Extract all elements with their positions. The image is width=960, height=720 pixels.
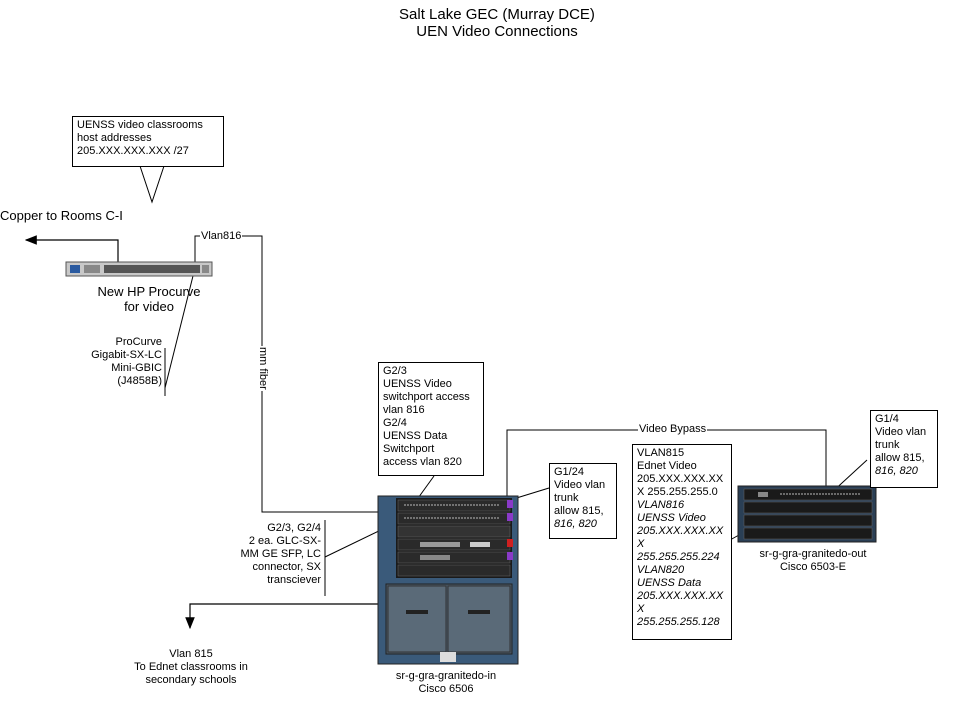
vlan-line: Ednet Video: [637, 460, 697, 472]
sfp-note: G2/3, G2/4 2 ea. GLC-SX- MM GE SFP, LC c…: [214, 522, 321, 587]
callout-line: UENSS video classrooms: [77, 119, 203, 131]
vlan-line: 205.XXX.XXX.XX: [637, 525, 724, 537]
g14-line: 816, 820: [875, 465, 918, 477]
copper-label: Copper to Rooms C-I: [0, 208, 123, 223]
g14-config-box: G1/4 Video vlan trunk allow 815, 816, 82…: [870, 410, 938, 488]
cisco6506-hostname: sr-g-gra-granitedo-in: [395, 670, 497, 682]
page-subtitle: UEN Video Connections: [416, 23, 578, 40]
g23-line: G2/4: [383, 417, 407, 429]
page-title: Salt Lake GEC (Murray DCE): [399, 6, 595, 23]
vlan-line: X: [637, 603, 645, 615]
g23-line: vlan 816: [383, 404, 425, 416]
copper-wire: [24, 235, 119, 262]
vlan-line: VLAN820: [637, 564, 685, 576]
vlan816-label: Vlan816: [200, 230, 243, 243]
sfp-line: MM GE SFP, LC: [240, 548, 321, 560]
g14-line: trunk: [875, 439, 900, 451]
vlan-line: 255.255.255.128: [637, 616, 720, 628]
vlan-line: 205.XXX.XXX.XX: [637, 473, 724, 485]
cisco6503-model: Cisco 6503-E: [779, 561, 847, 573]
cisco-6506-chassis: [377, 495, 519, 665]
procurve-leader: [164, 275, 194, 389]
cisco6503-label: sr-g-gra-granitedo-out Cisco 6503-E: [742, 548, 884, 574]
g124-line: allow 815,: [554, 505, 604, 517]
g23-config-box: G2/3 UENSS Video switchport access vlan …: [378, 362, 484, 476]
g23-line: access vlan 820: [383, 456, 462, 468]
g14-line: allow 815,: [875, 452, 925, 464]
classrooms-callout: UENSS video classrooms host addresses 20…: [72, 116, 224, 167]
g124-line: trunk: [554, 492, 579, 504]
callout-pointer: [139, 165, 165, 204]
sfp-line: 2 ea. GLC-SX-: [248, 535, 321, 547]
vlan-line: X: [637, 538, 645, 550]
procurve-line: ProCurve: [115, 336, 162, 348]
vlan815-line: Vlan 815: [169, 648, 213, 660]
callout-line: host addresses: [77, 132, 152, 144]
hp-switch-label: New HP Procurve for video: [84, 284, 214, 314]
cisco6506-model: Cisco 6506: [418, 683, 474, 695]
callout-line: 205.XXX.XXX.XXX /27: [77, 145, 189, 157]
procurve-line: Gigabit-SX-LC: [91, 349, 162, 361]
vlan-line: 255.255.255.224: [637, 551, 720, 563]
g23-line: UENSS Video: [383, 378, 452, 390]
g124-config-box: G1/24 Video vlan trunk allow 815, 816, 8…: [549, 463, 617, 539]
cisco6506-label: sr-g-gra-granitedo-in Cisco 6506: [372, 670, 520, 696]
g124-line: Video vlan: [554, 479, 606, 491]
hp-switch-name: New HP Procurve: [97, 284, 201, 299]
g23-line: switchport access: [383, 391, 470, 403]
vlan815-line: secondary schools: [145, 674, 237, 686]
procurve-line: Mini-GBIC: [111, 362, 162, 374]
cisco-6503e-chassis: [737, 485, 877, 543]
cisco6503-hostname: sr-g-gra-granitedo-out: [759, 548, 867, 560]
procurve-line: (J4858B): [117, 375, 162, 387]
g23-line: UENSS Data: [383, 430, 448, 442]
vlan-line: UENSS Data: [637, 577, 702, 589]
g23-line: G2/3: [383, 365, 407, 377]
hp-procurve-switch: [65, 261, 213, 277]
g124-line: 816, 820: [554, 518, 597, 530]
g14-line: G1/4: [875, 413, 899, 425]
hp-switch-purpose: for video: [124, 299, 174, 314]
mm-fiber-wire: [194, 235, 405, 513]
g14-line: Video vlan: [875, 426, 927, 438]
procurve-module-label: ProCurve Gigabit-SX-LC Mini-GBIC (J4858B…: [64, 336, 162, 388]
sfp-line: transciever: [267, 574, 321, 586]
vlan815-note: Vlan 815 To Ednet classrooms in secondar…: [128, 648, 254, 687]
sfp-line: G2/3, G2/4: [267, 522, 321, 534]
vlan-line: X 255.255.255.0: [637, 486, 718, 498]
g23-line: Switchport: [383, 443, 435, 455]
mm-fiber-label: mm fiber: [257, 346, 269, 391]
vlan-line: 205.XXX.XXX.XX: [637, 590, 724, 602]
vlan-line: VLAN816: [637, 499, 685, 511]
video-bypass-label: Video Bypass: [638, 423, 708, 436]
vlan-line: VLAN815: [637, 447, 685, 459]
vlan-line: UENSS Video: [637, 512, 706, 524]
sfp-line: connector, SX: [252, 561, 322, 573]
vlan815-line: To Ednet classrooms in: [134, 661, 248, 673]
g124-line: G1/24: [554, 466, 584, 478]
